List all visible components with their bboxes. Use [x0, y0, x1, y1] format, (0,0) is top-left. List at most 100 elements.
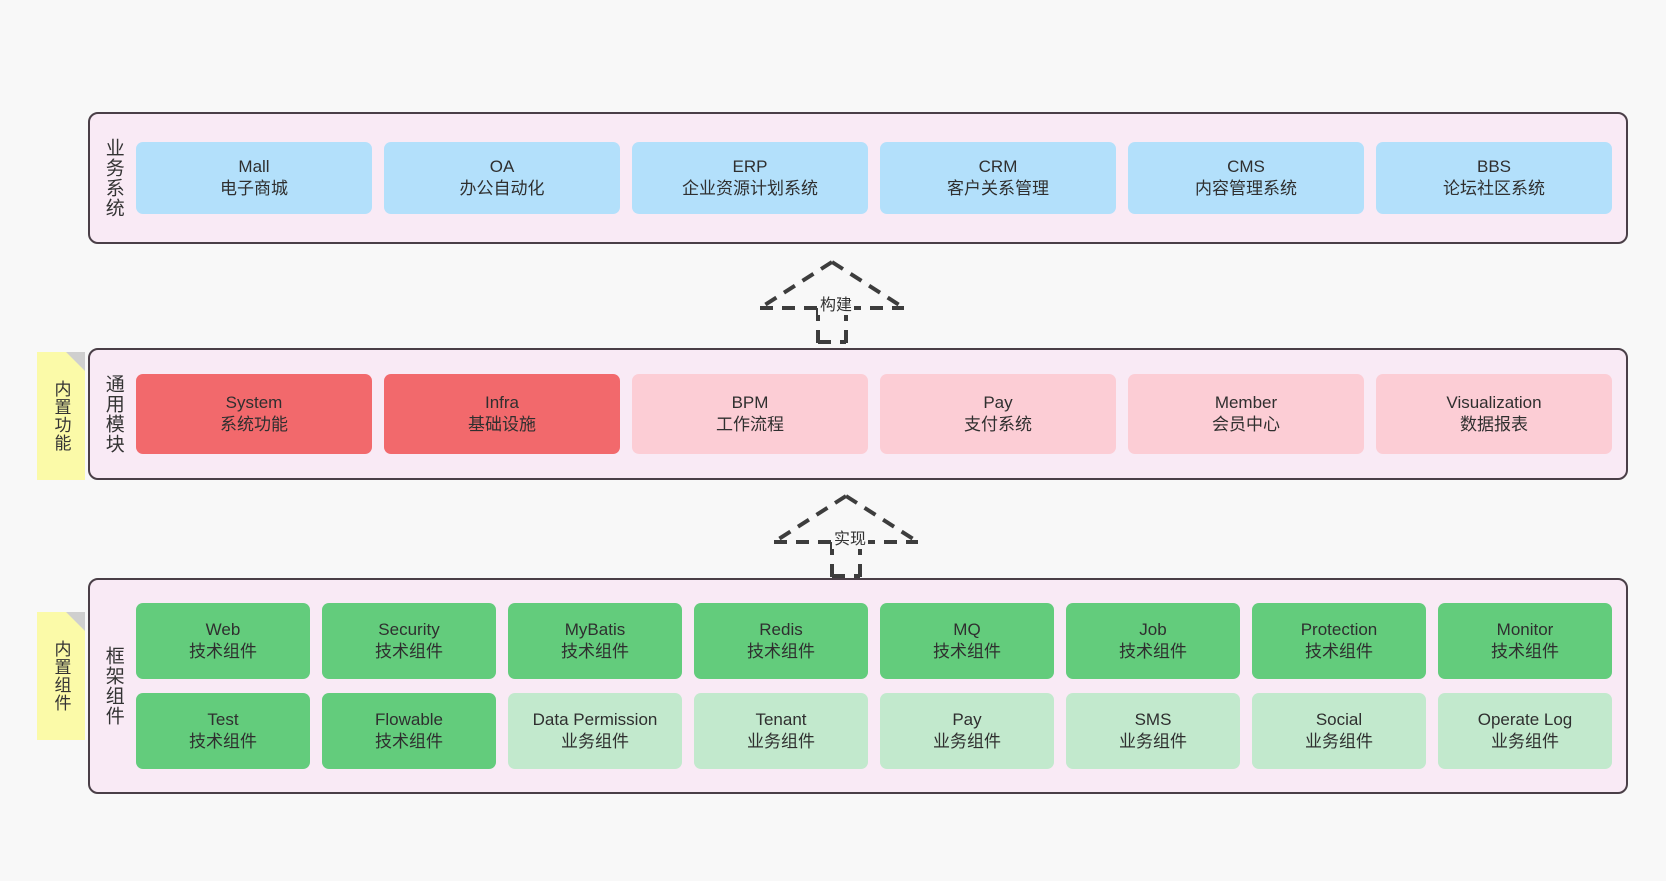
card-title: Infra [484, 393, 520, 413]
layer-business-systems: 业务系统 Mall 电子商城 OA 办公自动化 ERP 企业资源计划系统 CRM [88, 112, 1628, 244]
card-subtitle: 会员中心 [1212, 415, 1280, 434]
card-subtitle: 工作流程 [716, 415, 784, 434]
layer-body-common: System 系统功能 Infra 基础设施 BPM 工作流程 Pay 支付系统… [136, 350, 1626, 478]
card-title: ERP [732, 157, 768, 177]
card-subtitle: 技术组件 [1305, 642, 1373, 661]
page-fold-icon [66, 352, 85, 371]
card-subtitle: 电子商城 [220, 179, 288, 198]
card-title: Tenant [755, 710, 807, 730]
card-title: Flowable [374, 710, 444, 730]
card-title: Web [205, 620, 241, 640]
card-protection[interactable]: Protection 技术组件 [1252, 603, 1426, 679]
card-subtitle: 基础设施 [468, 415, 536, 434]
card-job[interactable]: Job 技术组件 [1066, 603, 1240, 679]
layer-body-framework: Web 技术组件 Security 技术组件 MyBatis 技术组件 Redi… [136, 580, 1626, 792]
layer-title-business: 业务系统 [102, 138, 124, 218]
layer-framework-components: 框架组件 Web 技术组件 Security 技术组件 MyBatis 技术组件… [88, 578, 1628, 794]
card-erp[interactable]: ERP 企业资源计划系统 [632, 142, 868, 214]
card-member[interactable]: Member 会员中心 [1128, 374, 1364, 454]
card-mybatis[interactable]: MyBatis 技术组件 [508, 603, 682, 679]
card-flowable[interactable]: Flowable 技术组件 [322, 693, 496, 769]
card-title: MyBatis [564, 620, 626, 640]
card-title: Pay [983, 393, 1013, 413]
card-subtitle: 企业资源计划系统 [682, 179, 818, 198]
card-subtitle: 业务组件 [1305, 732, 1373, 751]
card-subtitle: 技术组件 [561, 642, 629, 661]
card-title: BPM [731, 393, 769, 413]
card-operate-log[interactable]: Operate Log 业务组件 [1438, 693, 1612, 769]
card-title: CRM [978, 157, 1018, 177]
card-cms[interactable]: CMS 内容管理系统 [1128, 142, 1364, 214]
layer-body-business: Mall 电子商城 OA 办公自动化 ERP 企业资源计划系统 CRM 客户关系… [136, 114, 1626, 242]
layer-title-common: 通用模块 [102, 374, 124, 454]
card-title: SMS [1134, 710, 1172, 730]
card-subtitle: 业务组件 [747, 732, 815, 751]
card-subtitle: 技术组件 [747, 642, 815, 661]
card-subtitle: 客户关系管理 [947, 179, 1049, 198]
card-subtitle: 业务组件 [1119, 732, 1187, 751]
card-title: Job [1139, 620, 1167, 640]
card-data-permission[interactable]: Data Permission 业务组件 [508, 693, 682, 769]
card-title: Pay [952, 710, 982, 730]
connector-implement: 实现 [770, 492, 922, 578]
card-title: BBS [1476, 157, 1512, 177]
business-card-row: Mall 电子商城 OA 办公自动化 ERP 企业资源计划系统 CRM 客户关系… [136, 142, 1612, 214]
card-title: Social [1315, 710, 1363, 730]
card-subtitle: 技术组件 [1119, 642, 1187, 661]
card-security[interactable]: Security 技术组件 [322, 603, 496, 679]
card-web[interactable]: Web 技术组件 [136, 603, 310, 679]
card-title: Monitor [1496, 620, 1554, 640]
card-bbs[interactable]: BBS 论坛社区系统 [1376, 142, 1612, 214]
layer-title-framework: 框架组件 [102, 646, 124, 726]
common-card-row: System 系统功能 Infra 基础设施 BPM 工作流程 Pay 支付系统… [136, 374, 1612, 454]
card-subtitle: 技术组件 [375, 732, 443, 751]
card-visualization[interactable]: Visualization 数据报表 [1376, 374, 1612, 454]
card-title: Protection [1300, 620, 1378, 640]
connector-build: 构建 [756, 258, 908, 344]
card-subtitle: 业务组件 [1491, 732, 1559, 751]
card-title: MQ [953, 620, 981, 640]
card-subtitle: 技术组件 [375, 642, 443, 661]
card-pay-module[interactable]: Pay 支付系统 [880, 374, 1116, 454]
card-title: System [225, 393, 283, 413]
card-title: Data Permission [532, 710, 658, 730]
layer-common-modules: 通用模块 System 系统功能 Infra 基础设施 BPM 工作流程 Pay [88, 348, 1628, 480]
card-redis[interactable]: Redis 技术组件 [694, 603, 868, 679]
page-fold-icon [66, 612, 85, 631]
card-title: Operate Log [1477, 710, 1573, 730]
sticky-note-builtin-features: 内置功能 [37, 352, 85, 480]
card-subtitle: 技术组件 [933, 642, 1001, 661]
card-subtitle: 技术组件 [189, 732, 257, 751]
card-oa[interactable]: OA 办公自动化 [384, 142, 620, 214]
card-title: OA [489, 157, 515, 177]
sticky-note-label: 内置功能 [51, 380, 71, 452]
card-test[interactable]: Test 技术组件 [136, 693, 310, 769]
card-subtitle: 技术组件 [189, 642, 257, 661]
card-subtitle: 办公自动化 [459, 179, 545, 198]
card-monitor[interactable]: Monitor 技术组件 [1438, 603, 1612, 679]
card-title: Visualization [1446, 393, 1542, 413]
card-system[interactable]: System 系统功能 [136, 374, 372, 454]
card-pay-component[interactable]: Pay 业务组件 [880, 693, 1054, 769]
card-title: Redis [759, 620, 803, 640]
card-subtitle: 业务组件 [561, 732, 629, 751]
card-subtitle: 内容管理系统 [1195, 179, 1297, 198]
card-bpm[interactable]: BPM 工作流程 [632, 374, 868, 454]
card-infra[interactable]: Infra 基础设施 [384, 374, 620, 454]
card-subtitle: 技术组件 [1491, 642, 1559, 661]
card-subtitle: 系统功能 [220, 415, 288, 434]
card-crm[interactable]: CRM 客户关系管理 [880, 142, 1116, 214]
card-title: Member [1214, 393, 1278, 413]
sticky-note-builtin-components: 内置组件 [37, 612, 85, 740]
card-mq[interactable]: MQ 技术组件 [880, 603, 1054, 679]
card-title: Security [378, 620, 440, 640]
connector-label-build: 构建 [818, 291, 855, 315]
framework-card-row-1: Web 技术组件 Security 技术组件 MyBatis 技术组件 Redi… [136, 603, 1612, 679]
card-tenant[interactable]: Tenant 业务组件 [694, 693, 868, 769]
card-sms[interactable]: SMS 业务组件 [1066, 693, 1240, 769]
card-social[interactable]: Social 业务组件 [1252, 693, 1426, 769]
sticky-note-label: 内置组件 [51, 640, 71, 712]
card-mall[interactable]: Mall 电子商城 [136, 142, 372, 214]
card-title: Test [207, 710, 239, 730]
